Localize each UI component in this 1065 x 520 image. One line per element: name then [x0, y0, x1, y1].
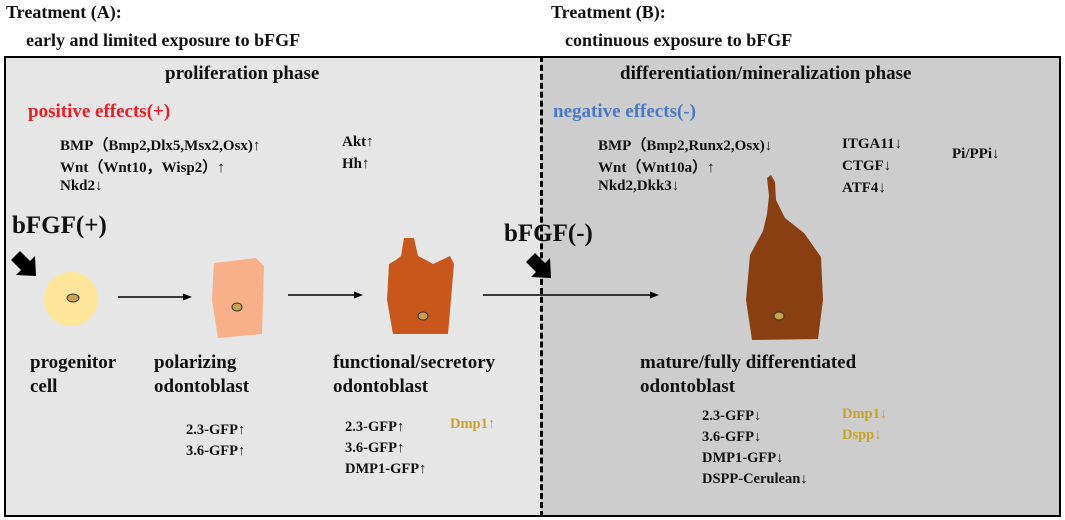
treatment-b-subtitle: continuous exposure to bFGF [565, 30, 793, 50]
negative-effects-label: negative effects(-) [553, 101, 696, 122]
polarizing-genes: 2.3-GFP↑3.6-GFP↑ [186, 422, 246, 459]
positive-effects-label: positive effects(+) [28, 101, 171, 122]
marker-b-1: BMP（Bmp2,Runx2,Osx)↓ [598, 138, 773, 154]
marker-b-atf4: ATF4↓ [842, 180, 886, 196]
dashed-divider [540, 56, 543, 517]
bfgf-plus-label: bFGF(+) [12, 212, 107, 239]
polarizing-nucleus [231, 302, 243, 312]
marker-a-akt: Akt↑ [342, 134, 374, 150]
secretory-nucleus [417, 311, 429, 321]
treatment-a-subtitle: early and limited exposure to bFGF [26, 30, 301, 50]
progenitor-nucleus [66, 293, 80, 303]
marker-b-ctgf: CTGF↓ [842, 158, 892, 174]
treatment-a-title: Treatment (A): [6, 2, 122, 22]
marker-b-itga11: ITGA11↓ [842, 136, 903, 152]
mature-gold-genes: Dmp1↓Dspp↓ [842, 406, 888, 443]
progression-arrows [118, 291, 659, 301]
secretory-odontoblast-shape [387, 238, 454, 334]
marker-a-3: Nkd2↓ [60, 178, 103, 194]
polarizing-odontoblast-shape [212, 258, 264, 338]
marker-a-2: Wnt（Wnt10，Wisp2）↑ [60, 160, 225, 176]
marker-b-pippi: Pi/PPi↓ [952, 146, 1000, 162]
marker-a-1: BMP（Bmp2,Dlx5,Msx2,Osx)↑ [60, 138, 261, 154]
mature-nucleus [773, 311, 785, 321]
marker-b-3: Nkd2,Dkk3↓ [598, 178, 680, 194]
mature-genes: 2.3-GFP↓3.6-GFP↓DMP1-GFP↓DSPP-Cerulean↓ [702, 408, 808, 487]
bfgf-plus-arrow [11, 251, 36, 276]
secretory-genes: 2.3-GFP↑3.6-GFP↑DMP1-GFP↑ [345, 419, 427, 477]
bfgf-minus-label: bFGF(-) [504, 220, 593, 247]
phase-title-a: proliferation phase [165, 63, 320, 84]
marker-a-hh: Hh↑ [342, 156, 370, 172]
secretory-gold-genes: Dmp1↑ [450, 416, 496, 432]
bfgf-minus-arrow [526, 253, 551, 278]
marker-b-2: Wnt（Wnt10a）↑ [598, 160, 715, 176]
phase-title-b: differentiation/mineralization phase [620, 63, 912, 84]
treatment-b-title: Treatment (B): [551, 2, 666, 22]
mature-odontoblast-shape [746, 175, 823, 340]
